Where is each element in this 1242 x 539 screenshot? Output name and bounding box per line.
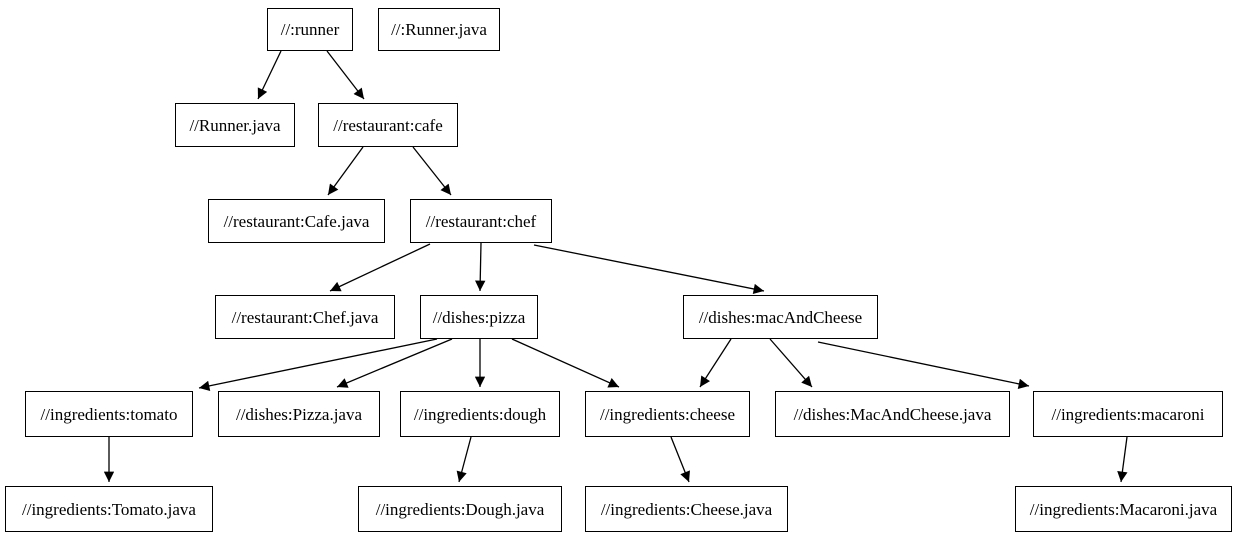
graph-node-macaroni_java: //ingredients:Macaroni.java — [1015, 486, 1232, 532]
node-label: //restaurant:Chef.java — [231, 307, 379, 327]
graph-node-dough_java: //ingredients:Dough.java — [358, 486, 562, 532]
node-label: //dishes:macAndCheese — [698, 307, 863, 327]
node-label: //ingredients:Dough.java — [375, 499, 545, 519]
node-label: //:runner — [280, 20, 340, 39]
node-label: //ingredients:Tomato.java — [22, 499, 196, 519]
node-label: //dishes:pizza — [432, 307, 526, 327]
graph-node-pizza: //dishes:pizza — [420, 295, 538, 339]
graph-node-macaroni: //ingredients:macaroni — [1033, 391, 1223, 437]
graph-node-runner_java_root: //:Runner.java — [378, 8, 500, 51]
graph-node-mac_and_cheese: //dishes:macAndCheese — [683, 295, 878, 339]
graph-node-cafe_java: //restaurant:Cafe.java — [208, 199, 385, 243]
graph-node-chef_java: //restaurant:Chef.java — [215, 295, 395, 339]
node-label: //ingredients:cheese — [599, 404, 735, 424]
node-label: //ingredients:Macaroni.java — [1029, 499, 1218, 519]
node-label: //:Runner.java — [391, 20, 487, 39]
node-label: //dishes:MacAndCheese.java — [793, 404, 992, 424]
graph-node-pizza_java: //dishes:Pizza.java — [218, 391, 380, 437]
node-label: //dishes:Pizza.java — [235, 404, 363, 424]
graph-node-cafe: //restaurant:cafe — [318, 103, 458, 147]
node-label: //restaurant:cafe — [333, 115, 443, 135]
graph-node-tomato_java: //ingredients:Tomato.java — [5, 486, 213, 532]
node-label: //ingredients:dough — [413, 404, 547, 424]
node-label: //ingredients:macaroni — [1051, 404, 1205, 424]
graph-node-runner_java: //Runner.java — [175, 103, 295, 147]
graph-node-cheese_java: //ingredients:Cheese.java — [585, 486, 788, 532]
graph-node-cheese: //ingredients:cheese — [585, 391, 750, 437]
graph-node-mac_and_cheese_java: //dishes:MacAndCheese.java — [775, 391, 1010, 437]
node-label: //restaurant:chef — [425, 211, 537, 231]
graph-node-runner: //:runner — [267, 8, 353, 51]
graph-node-chef: //restaurant:chef — [410, 199, 552, 243]
node-label: //ingredients:tomato — [40, 404, 178, 424]
node-label: //restaurant:Cafe.java — [223, 211, 370, 231]
graph-node-dough: //ingredients:dough — [400, 391, 560, 437]
node-label: //ingredients:Cheese.java — [600, 499, 773, 519]
node-label: //Runner.java — [189, 115, 281, 135]
graph-node-tomato: //ingredients:tomato — [25, 391, 193, 437]
